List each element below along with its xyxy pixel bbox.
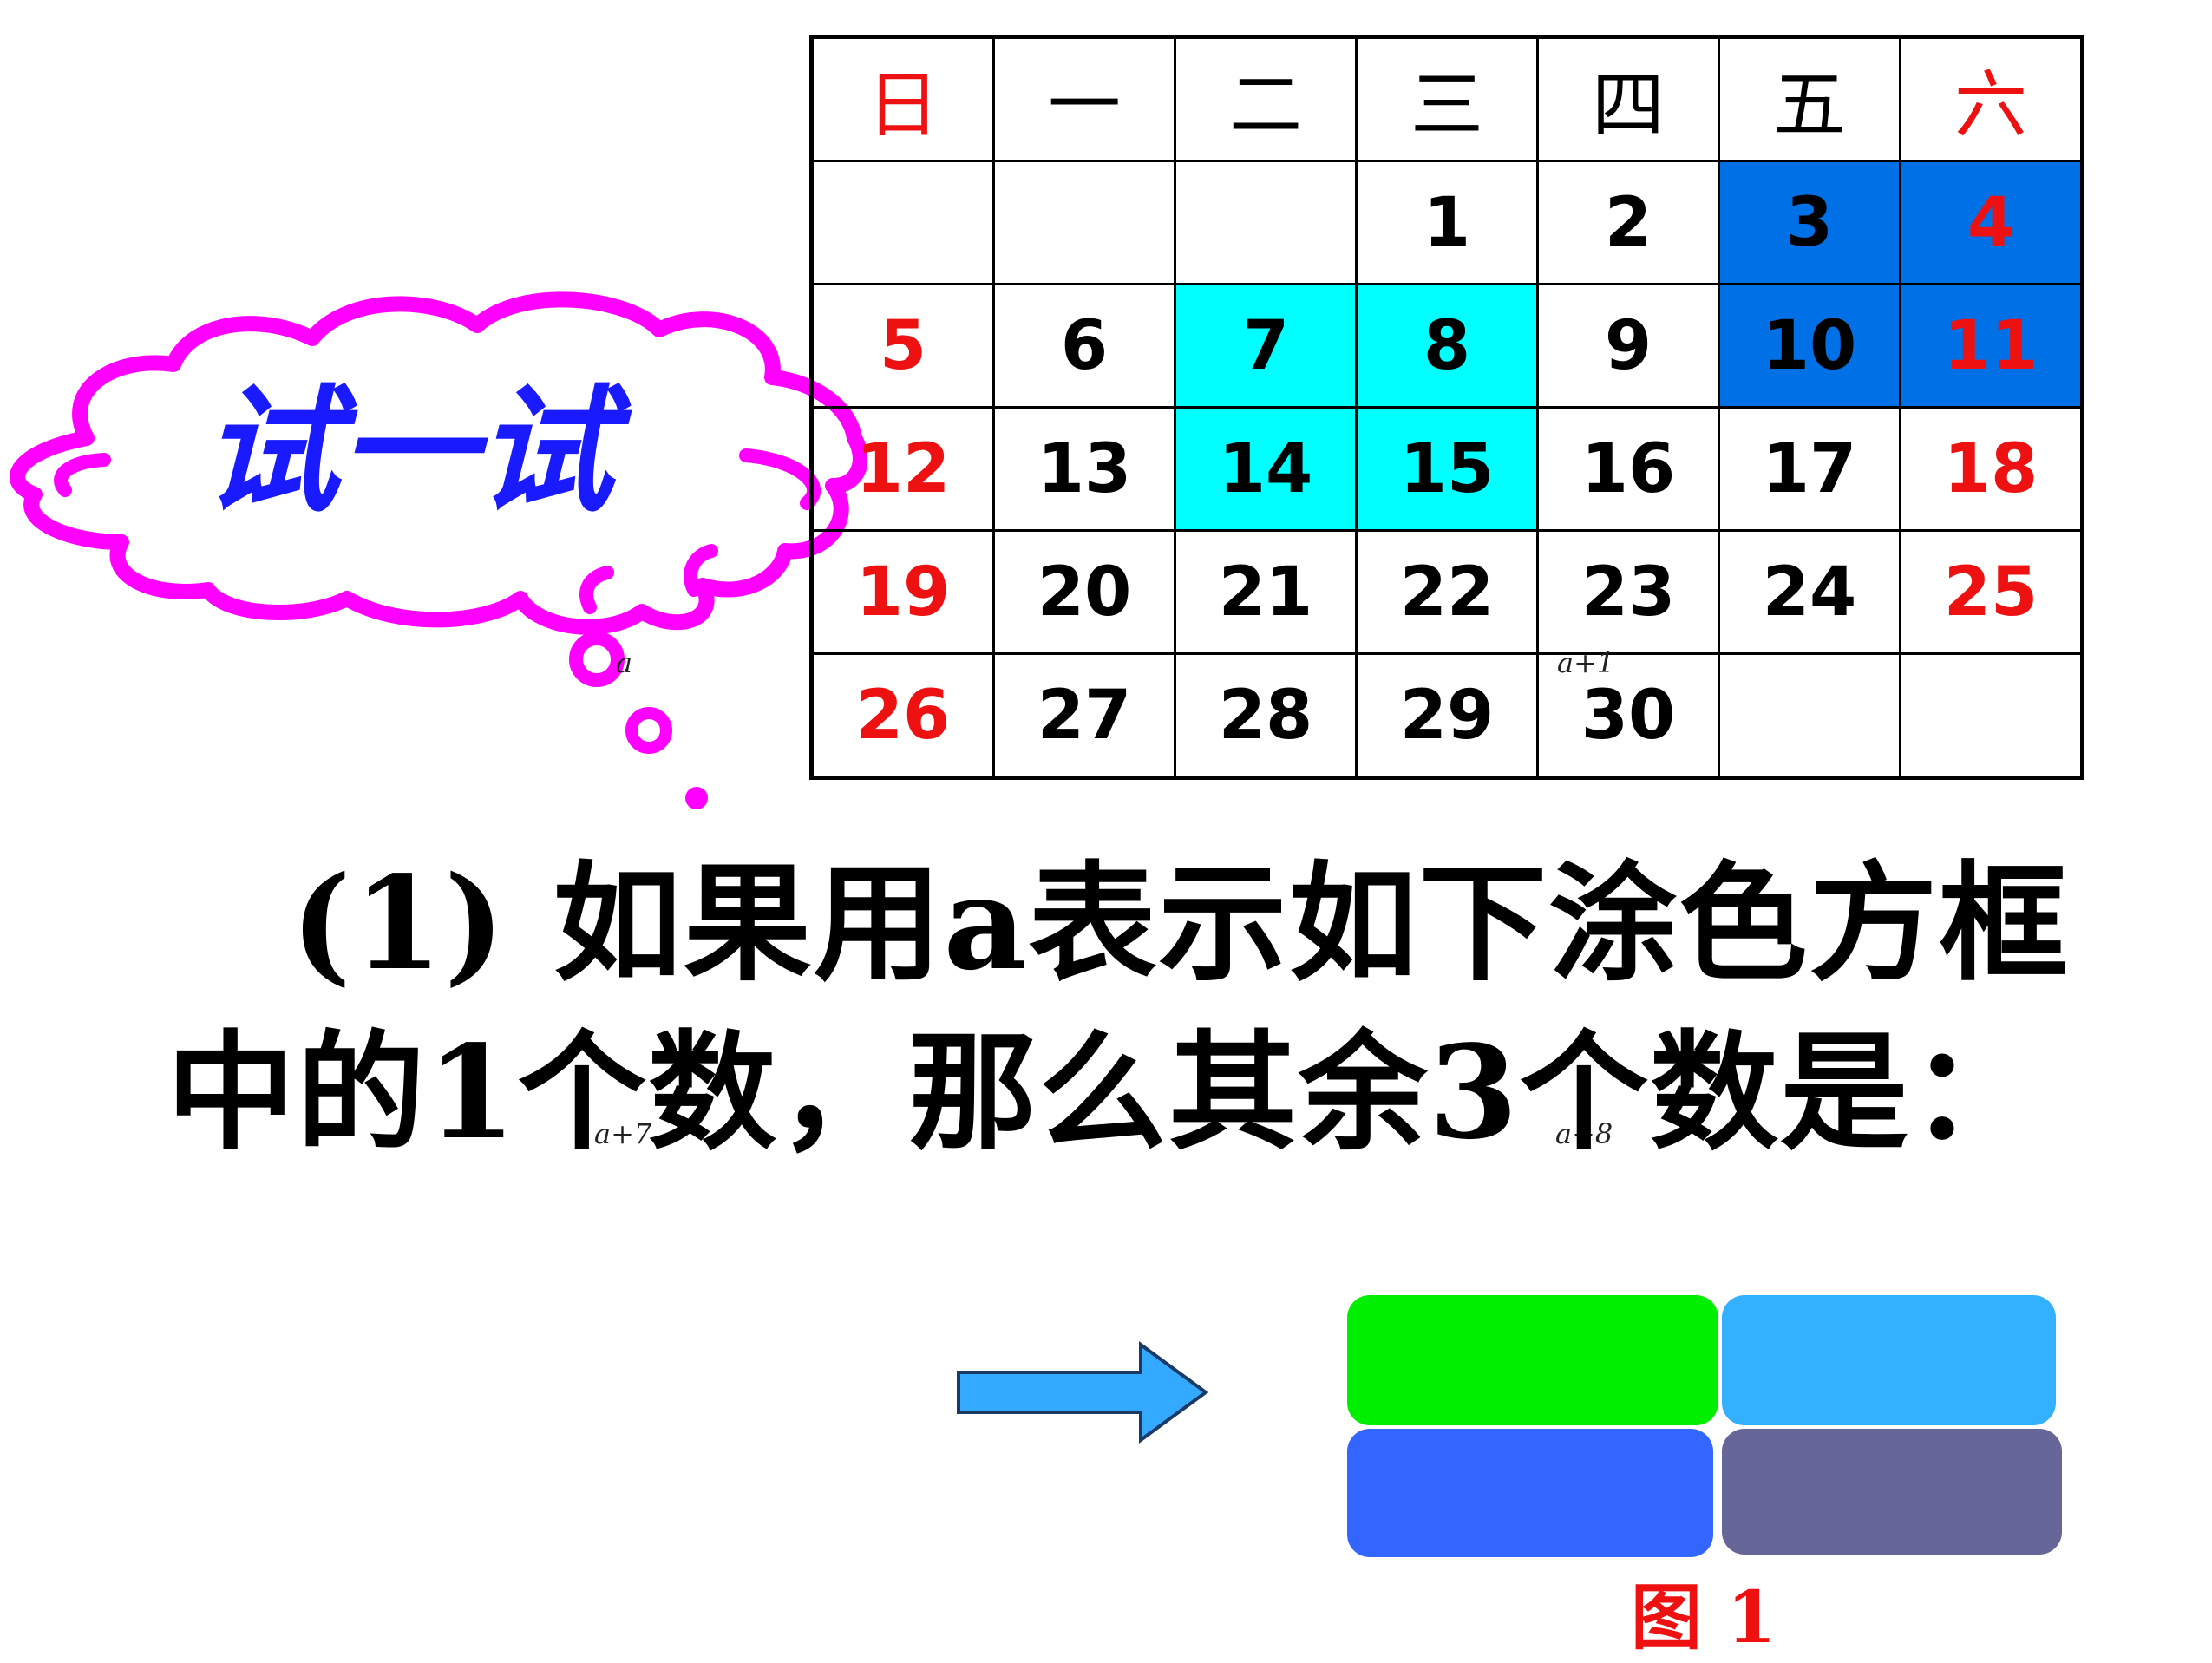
weekday-header: 六: [1899, 36, 2084, 162]
calendar-day-cell: [810, 160, 995, 285]
weekday-header: 二: [1174, 36, 1358, 162]
math-label-a: a: [616, 646, 633, 679]
cloud-label: 试一试: [202, 372, 632, 532]
calendar-day-cell: 26: [810, 652, 995, 779]
calendar-day-cell: 29: [1355, 652, 1539, 779]
calendar-day-cell: 11: [1899, 283, 2084, 409]
calendar-day-cell: 25: [1899, 529, 2084, 655]
figure-caption: 图 1: [1631, 1576, 1777, 1660]
calendar-day-cell: 23: [1536, 529, 1720, 655]
calendar-day-cell: [1718, 652, 1901, 779]
calendar-day-cell: 6: [992, 283, 1176, 409]
calendar-day-cell: 13: [992, 406, 1176, 532]
calendar-day-cell: 19: [810, 529, 995, 655]
calendar-day-cell: 3: [1718, 160, 1901, 285]
calendar-day-cell: 28: [1174, 652, 1358, 779]
figure-box-slate: [1722, 1429, 2062, 1555]
weekday-header: 一: [992, 36, 1176, 162]
calendar-day-cell: 20: [992, 529, 1176, 655]
calendar-day-cell: 16: [1536, 406, 1720, 532]
figure-box-blue: [1347, 1429, 1713, 1557]
calendar-day-cell: 12: [810, 406, 995, 532]
question-line-2: 中的1个数，那么其余3个数是：: [167, 1017, 2040, 1168]
figure-box-green: [1347, 1295, 1718, 1425]
question-line-1: (1) 如果用a表示如下涂色方框: [291, 848, 2070, 998]
weekday-header: 五: [1718, 36, 1901, 162]
math-label-a-plus-8: a+8: [1555, 1117, 1613, 1150]
weekday-header: 三: [1355, 36, 1539, 162]
calendar-day-cell: 4: [1899, 160, 2084, 285]
calendar-day-cell: [992, 160, 1176, 285]
thought-cloud: 试一试: [10, 291, 867, 809]
math-label-a-plus-1: a+1: [1557, 646, 1615, 679]
calendar-day-cell: 8: [1355, 283, 1539, 409]
calendar-day-cell: 7: [1174, 283, 1358, 409]
math-label-a-plus-7: a+7: [594, 1117, 652, 1150]
calendar-day-cell: 17: [1718, 406, 1901, 532]
calendar-day-cell: 30: [1536, 652, 1720, 779]
calendar-day-cell: 1: [1355, 160, 1539, 285]
calendar-day-cell: 2: [1536, 160, 1720, 285]
calendar-day-cell: 21: [1174, 529, 1358, 655]
calendar-day-cell: 10: [1718, 283, 1901, 409]
figure-box-light-blue: [1722, 1295, 2056, 1425]
calendar-day-cell: 14: [1174, 406, 1358, 532]
weekday-header: 四: [1536, 36, 1720, 162]
weekday-header: 日: [810, 36, 995, 162]
calendar-day-cell: 9: [1536, 283, 1720, 409]
calendar-day-cell: 22: [1355, 529, 1539, 655]
calendar-day-cell: [1899, 652, 2084, 779]
calendar-day-cell: 18: [1899, 406, 2084, 532]
calendar-day-cell: 24: [1718, 529, 1901, 655]
calendar-day-cell: 15: [1355, 406, 1539, 532]
calendar-day-cell: [1174, 160, 1358, 285]
right-arrow-icon: [957, 1341, 1209, 1444]
calendar-header-row: 日一二三四五六: [810, 36, 2084, 162]
calendar-day-cell: 5: [810, 283, 995, 409]
calendar-day-cell: 27: [992, 652, 1176, 779]
